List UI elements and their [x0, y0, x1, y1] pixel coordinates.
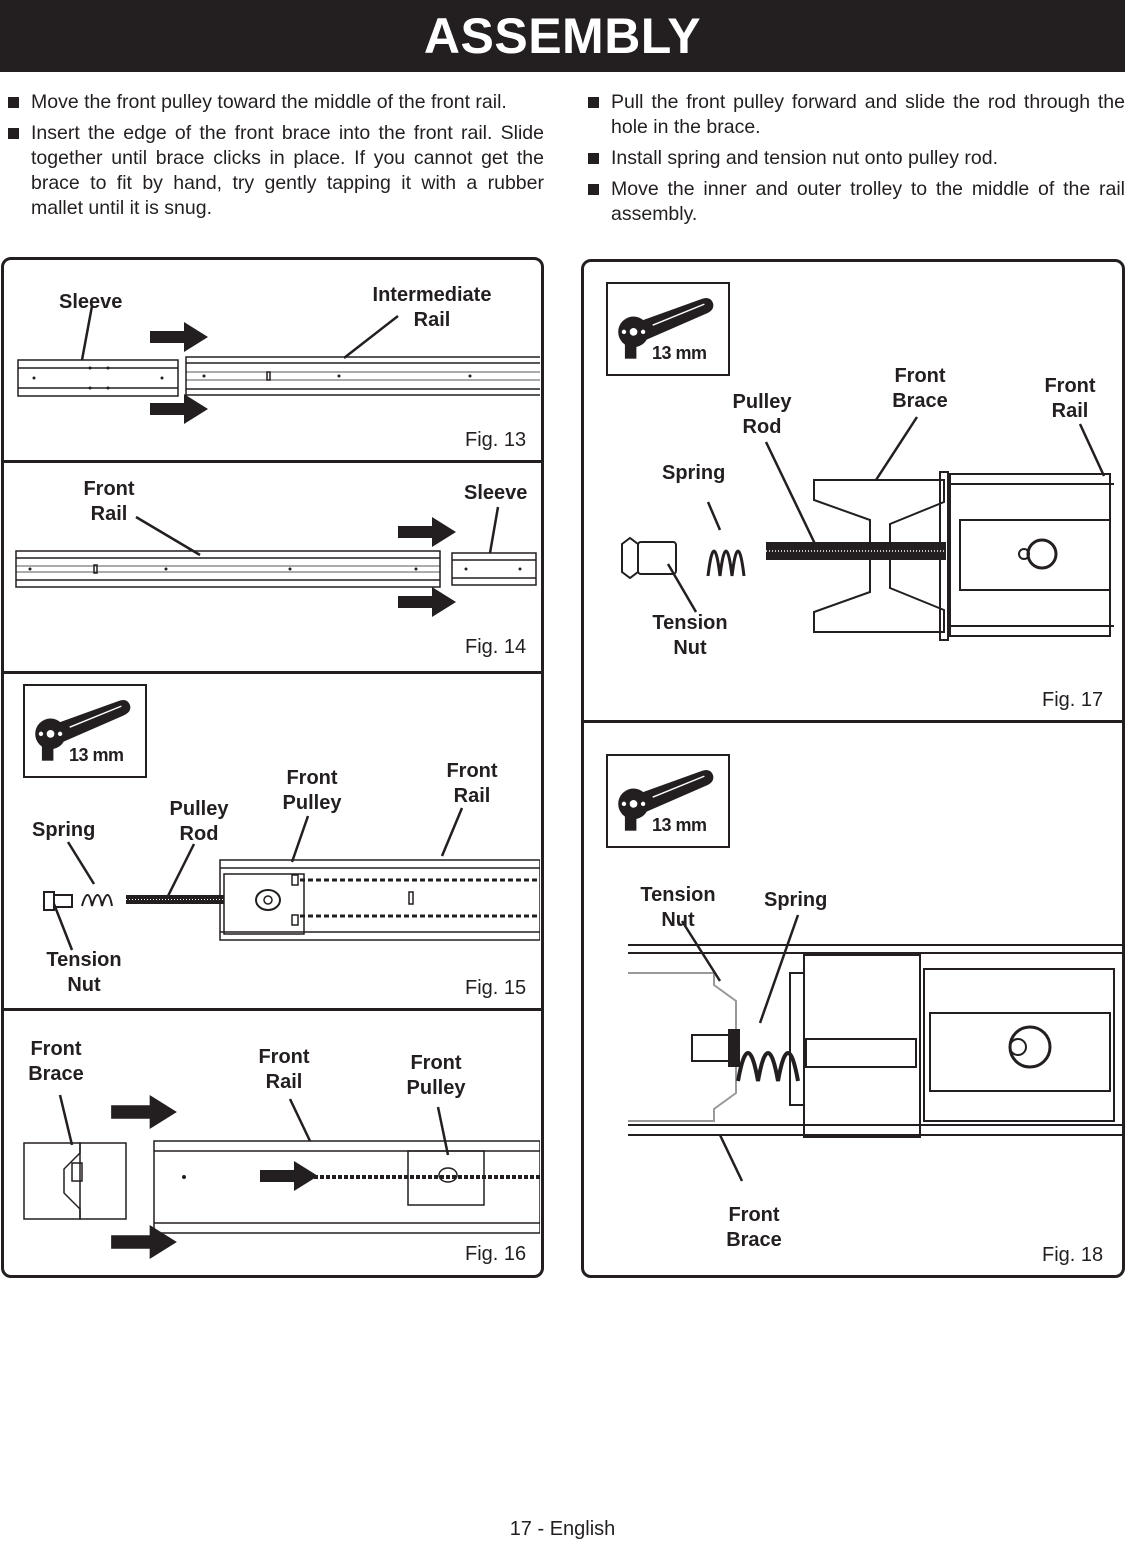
- label-spring: Spring: [764, 889, 828, 911]
- arrow-icon: [398, 587, 456, 617]
- instruction-item: Insert the edge of the front brace into …: [5, 121, 544, 221]
- page-title: ASSEMBLY: [423, 8, 702, 64]
- figure-number: Fig. 17: [1042, 689, 1104, 711]
- instruction-item: Move the front pulley toward the middle …: [5, 90, 544, 115]
- tool-size: 13 mm: [652, 343, 707, 363]
- fig14-illustration: [15, 506, 537, 617]
- tool-size: 13 mm: [652, 815, 707, 835]
- arrow-icon: [398, 517, 456, 547]
- arrow-icon: [111, 1225, 177, 1259]
- tool-box: 13 mm: [606, 754, 730, 848]
- label-sleeve: Sleeve: [59, 291, 123, 313]
- page-footer: 17 - English: [509, 1518, 616, 1540]
- label-spring: Spring: [32, 819, 96, 841]
- fig16-illustration: [23, 1094, 540, 1259]
- fig13-illustration: [17, 305, 540, 424]
- figure-number: Fig. 18: [1042, 1244, 1104, 1266]
- figure-17: 13 mm Pulle: [584, 262, 1122, 720]
- fig18-illustration: [628, 914, 1122, 1182]
- label-spring: Spring: [662, 462, 726, 484]
- arrow-icon: [111, 1095, 177, 1129]
- page-header: ASSEMBLY: [0, 0, 1125, 72]
- figure-15: 13 mm: [4, 671, 541, 1008]
- instruction-item: Move the inner and outer trolley to the …: [585, 177, 1125, 227]
- tool-box: 13 mm: [606, 282, 730, 376]
- tool-size: 13 mm: [69, 745, 124, 765]
- fig15-illustration: [43, 807, 540, 951]
- figure-number: Fig. 13: [465, 429, 527, 451]
- instructions-left: Move the front pulley toward the middle …: [5, 90, 544, 227]
- arrow-icon: [260, 1161, 318, 1191]
- fig17-illustration: [621, 416, 1114, 641]
- instructions-right: Pull the front pulley forward and slide …: [585, 90, 1125, 233]
- instruction-item: Pull the front pulley forward and slide …: [585, 90, 1125, 140]
- arrow-icon: [150, 322, 208, 352]
- arrow-icon: [150, 394, 208, 424]
- instruction-item: Install spring and tension nut onto pull…: [585, 146, 1125, 171]
- figure-number: Fig. 15: [465, 977, 527, 999]
- figure-number: Fig. 16: [465, 1243, 527, 1265]
- tool-box: 13 mm: [23, 684, 147, 778]
- right-figure-panel: 13 mm Pulle: [581, 259, 1125, 1278]
- label-sleeve: Sleeve: [464, 482, 528, 504]
- figure-number: Fig. 14: [465, 636, 527, 658]
